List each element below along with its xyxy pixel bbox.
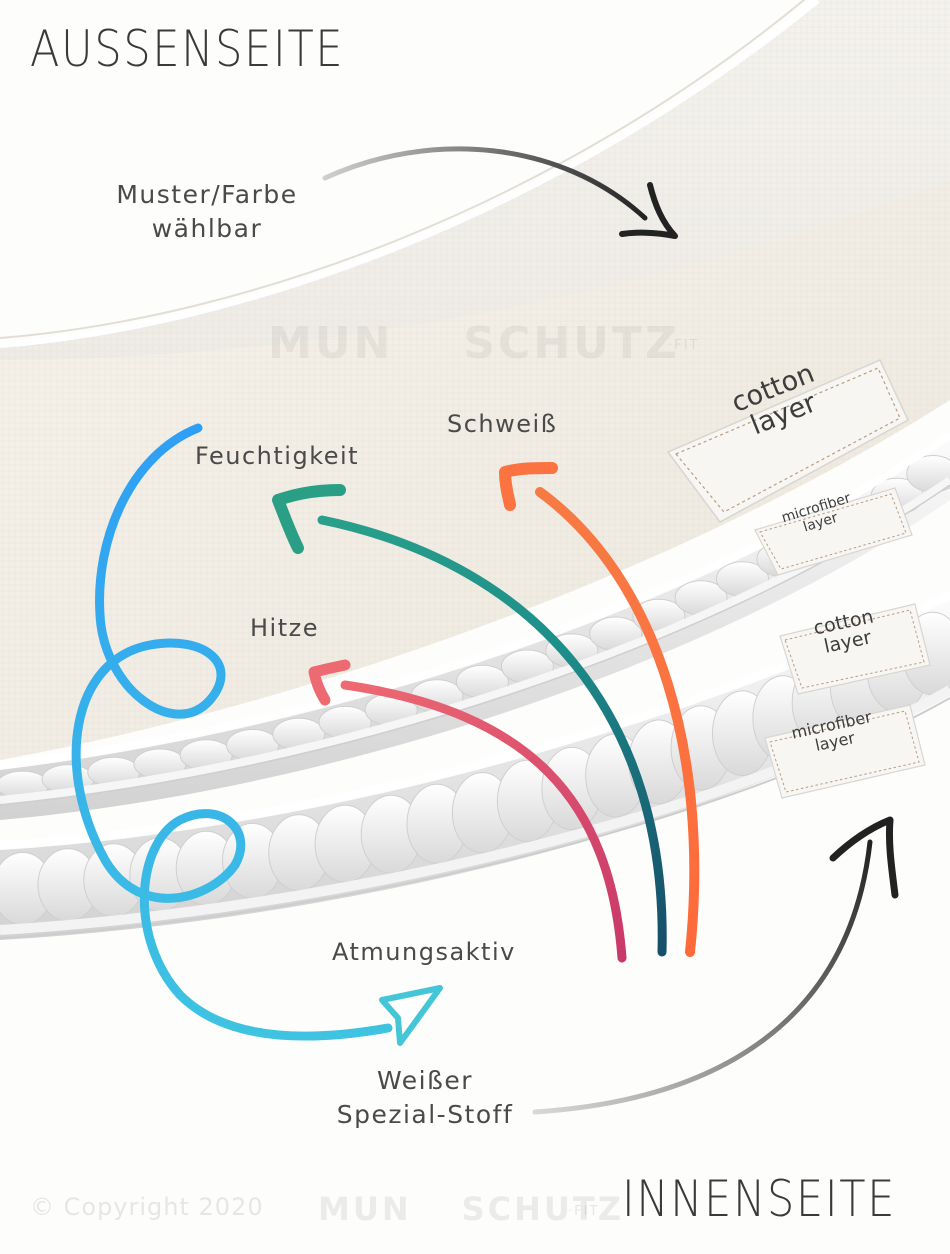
- cotton-layer-tag-bottom: [779, 603, 931, 695]
- microfiber-layer-tag-bottom: [764, 704, 926, 799]
- special-fabric-label: Weißer Spezial-Stoff: [336, 1066, 514, 1129]
- moisture-arrow: [272, 484, 667, 957]
- sweat-label: Schweiß: [447, 410, 558, 438]
- moisture-label: Feuchtigkeit: [195, 442, 360, 470]
- sweat-arrow: [499, 462, 700, 957]
- microfiber-layer-tag-top: [754, 487, 913, 576]
- breathable-label: Atmungsaktiv: [332, 938, 516, 966]
- special-fabric-arrow: [532, 816, 899, 1115]
- watermark-suffix-center: ·FIT: [668, 338, 700, 353]
- outside-heading: AUSSENSEITE: [30, 20, 345, 78]
- heat-arrow: [308, 659, 627, 963]
- pattern-color-label: Muster/Farbe wählbar: [116, 180, 298, 243]
- heat-label: Hitze: [250, 614, 319, 642]
- inside-heading: INNENSEITE: [622, 1170, 897, 1228]
- pattern-arrow: [322, 146, 678, 239]
- copyright-text: © Copyright 2020: [30, 1193, 264, 1221]
- watermark-suffix-bottom: ·FIT: [568, 1204, 600, 1219]
- breathable-spiral-arrow: [71, 423, 443, 1046]
- cotton-layer-tag-top: [666, 359, 909, 523]
